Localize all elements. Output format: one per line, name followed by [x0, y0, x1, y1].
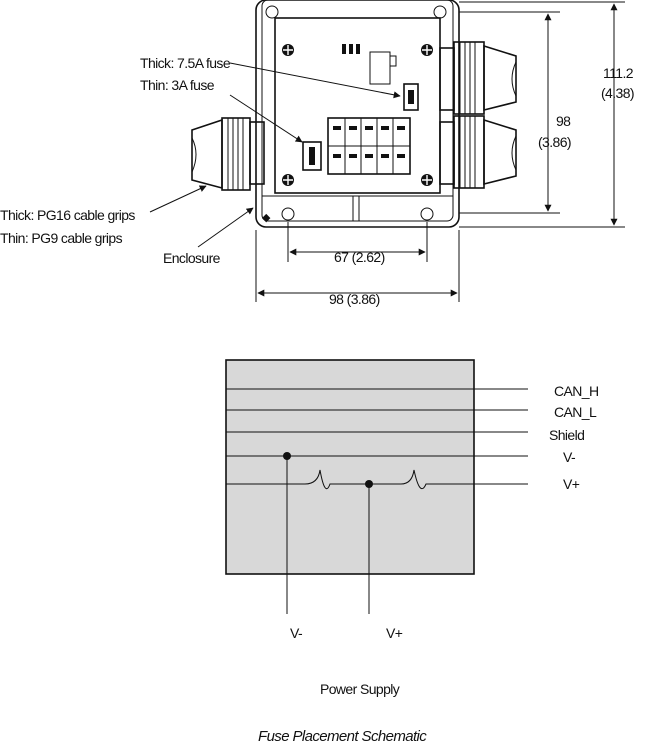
grip-thin-label: Thin: PG9 cable grips — [0, 230, 123, 246]
grip-arrow — [149, 185, 207, 213]
power-supply-label: Power Supply — [320, 681, 400, 697]
cable-grip-right-top — [439, 41, 517, 115]
fuse-thick-label: Thick: 7.5A fuse — [140, 55, 231, 71]
dim-holes-value: 67 (2.62) — [334, 249, 385, 265]
screw-bottom-left — [281, 207, 295, 221]
board-screw-tl — [282, 44, 294, 56]
fuse-right — [403, 83, 419, 111]
signal-can-l-label: CAN_L — [554, 404, 597, 420]
cable-grip-left — [191, 117, 265, 191]
supply-vminus-label: V- — [290, 625, 303, 641]
board-screw-br — [421, 174, 433, 186]
junction-vplus — [365, 480, 373, 488]
ground-mark: ◆ — [262, 212, 271, 224]
screw-bottom-right — [420, 207, 434, 221]
enclosure-rim — [261, 0, 454, 222]
dim-outer-height-value: 111.2 — [603, 65, 634, 81]
dim-width-value: 98 (3.86) — [329, 291, 380, 307]
dim-inner-height-inch: (3.86) — [538, 134, 571, 150]
board-screw-tr — [421, 44, 433, 56]
enclosure-label: Enclosure — [163, 250, 221, 266]
grip-thick-label: Thick: PG16 cable grips — [0, 207, 135, 223]
fuse-thin-arrow — [229, 94, 303, 143]
fuse-thick-arrow — [229, 62, 401, 99]
board-screw-bl — [282, 174, 294, 186]
fuse-left — [302, 141, 322, 171]
regulator-chip — [369, 51, 391, 85]
led-components — [342, 44, 360, 54]
figure-caption: Fuse Placement Schematic — [258, 728, 427, 745]
supply-vplus-label: V+ — [386, 625, 403, 641]
fuse-thin-label: Thin: 3A fuse — [140, 77, 215, 93]
terminal-block — [327, 117, 411, 175]
signal-shield-label: Shield — [549, 427, 584, 443]
dim-outer-height-inch: (4.38) — [601, 85, 634, 101]
signal-can-h-label: CAN_H — [554, 383, 598, 399]
enclosure-drawing: ◆ — [191, 0, 517, 228]
chip-pin — [389, 55, 397, 67]
dim-inner-height-value: 98 — [556, 113, 571, 129]
screw-top-left — [265, 5, 279, 19]
cable-grip-right-bottom — [439, 115, 517, 189]
signal-vplus-label: V+ — [563, 476, 580, 492]
junction-vminus — [283, 452, 291, 460]
schematic-box — [225, 359, 475, 575]
signal-vminus-label: V- — [563, 449, 576, 465]
enclosure-arrow — [197, 207, 254, 248]
screw-top-right — [433, 5, 447, 19]
